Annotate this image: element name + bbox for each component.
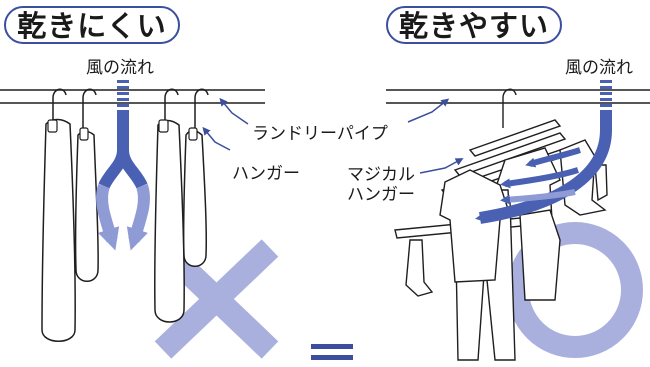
airflow-label-right: 風の流れ <box>565 58 633 78</box>
hanger-hooks-left <box>52 88 209 135</box>
leader-lines <box>202 97 464 174</box>
circle-mark <box>507 222 643 358</box>
equals-symbol <box>311 344 353 360</box>
laundry-pipe-right <box>386 89 650 104</box>
airflow-arrow-right <box>475 80 612 224</box>
hanger-label: ハンガー <box>232 164 300 184</box>
magical-hanger-label-line2: ハンガー <box>347 185 415 205</box>
laundry-pipe-left <box>0 89 265 104</box>
title-good: 乾きやすい <box>386 6 562 44</box>
magical-hanger-stack <box>394 88 608 361</box>
title-bad: 乾きにくい <box>4 6 180 44</box>
airflow-label-left: 風の流れ <box>86 58 154 78</box>
towel-clips-left <box>47 119 198 141</box>
laundry-pipe-label: ランドリーパイプ <box>252 124 388 144</box>
airflow-arrow-left <box>96 80 150 251</box>
hanging-towels-left <box>41 118 208 342</box>
magical-hanger-label-line1: マジカル <box>347 165 415 185</box>
magical-hanger-label: マジカル ハンガー <box>336 165 426 205</box>
